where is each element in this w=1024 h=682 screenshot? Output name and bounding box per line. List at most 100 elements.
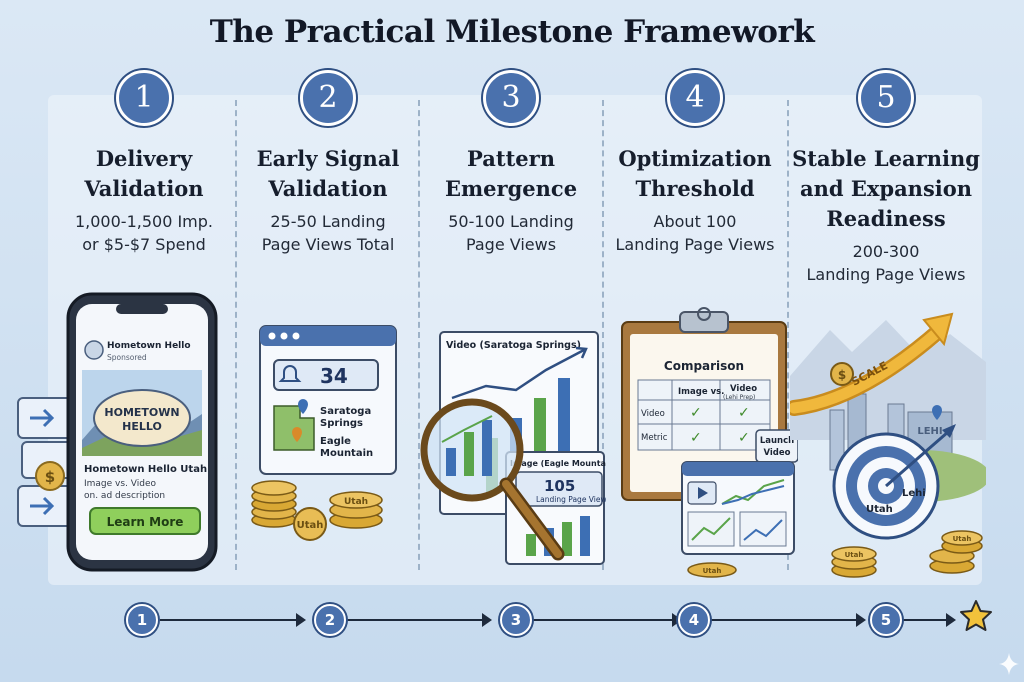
coin-icon <box>830 362 854 386</box>
comparison-title: Comparison <box>664 359 744 373</box>
column-divider <box>235 100 237 570</box>
svg-text:Video: Video <box>730 384 757 394</box>
learn-more-label: Learn More <box>107 515 184 529</box>
ad-page-name: Hometown Hello <box>107 341 191 351</box>
check-icon: ✓ <box>738 430 750 446</box>
coin-icon <box>35 461 65 491</box>
milestone-detail: 25-50 Landing Page Views Total <box>261 212 395 254</box>
milestone-number-badge: 1 <box>116 70 172 126</box>
coin-stack-icon: Utah <box>929 530 983 574</box>
ad-description: Image vs. Video <box>84 479 156 489</box>
timeline-arrow-icon <box>482 613 492 627</box>
svg-text:Utah: Utah <box>845 551 864 559</box>
map-pin-icon <box>932 405 942 420</box>
check-icon: ✓ <box>738 405 750 421</box>
map-pin-icon <box>292 427 302 442</box>
column-divider <box>787 100 789 570</box>
svg-text:Utah: Utah <box>953 535 972 543</box>
milestone-heading: Optimization Threshold <box>618 146 772 201</box>
svg-text:Video: Video <box>641 409 665 419</box>
timeline-step-1: 1 <box>126 604 158 636</box>
check-icon: ✓ <box>690 405 702 421</box>
svg-text:Lehi: Lehi <box>902 488 926 499</box>
svg-text:Utah: Utah <box>344 497 368 507</box>
coin-icon <box>293 507 327 541</box>
svg-text:Utah: Utah <box>703 567 722 575</box>
milestone-2: 2 Early Signal Validation 25-50 Landing … <box>236 70 420 256</box>
timeline-arrow-icon <box>856 613 866 627</box>
milestone-1: 1 Delivery Validation 1,000-1,500 Imp. o… <box>52 70 236 256</box>
milestone-detail: 200-300 Landing Page Views <box>806 242 966 284</box>
timeline-connector <box>902 619 948 621</box>
timeline-step-5: 5 <box>870 604 902 636</box>
analysis-illustration: Video (Saratoga Springs) Image (Eagle Mo… <box>420 331 606 565</box>
svg-text:HOMETOWN: HOMETOWN <box>104 406 179 419</box>
svg-text:Video: Video <box>763 448 790 458</box>
milestone-detail: 50-100 Landing Page Views <box>448 212 574 254</box>
count-badge <box>273 359 379 391</box>
comparison-illustration: Comparison Image vs. Video (Lehi Prep) V… <box>621 307 798 578</box>
timeline-connector <box>160 619 300 621</box>
milestone-heading: Stable Learning and Expansion Readiness <box>792 146 980 231</box>
trend-line <box>721 479 785 505</box>
milestone-3: 3 Pattern Emergence 50-100 Landing Page … <box>419 70 603 256</box>
comparison-table <box>637 379 771 451</box>
timeline-step-4: 4 <box>678 604 710 636</box>
coin-label: $ <box>45 468 55 486</box>
svg-text:Video (Saratoga Springs): Video (Saratoga Springs) <box>446 340 581 351</box>
milestone-number-badge: 4 <box>667 70 723 126</box>
milestone-detail: About 100 Landing Page Views <box>615 212 775 254</box>
metric-value: 105 <box>544 477 575 495</box>
milestone-heading: Early Signal Validation <box>256 146 400 201</box>
timeline-step-3: 3 <box>500 604 532 636</box>
milestone-number-badge: 2 <box>300 70 356 126</box>
timeline-arrow-icon <box>296 613 306 627</box>
svg-text:Eagle: Eagle <box>320 436 351 447</box>
milestone-4: 4 Optimization Threshold About 100 Landi… <box>603 70 787 256</box>
coin-stack-icon: Utah <box>329 491 383 529</box>
svg-text:Utah: Utah <box>297 520 324 531</box>
milestone-number-badge: 5 <box>858 70 914 126</box>
svg-text:Mountain: Mountain <box>320 448 373 459</box>
timeline-connector <box>532 619 676 621</box>
phone-ad-illustration: $ Hometown Hello Sponsored HOMETOWN HELL… <box>17 292 218 572</box>
svg-text:Image (Eagle Mountain): Image (Eagle Mountain) <box>510 459 606 468</box>
svg-text:LEHI: LEHI <box>917 426 942 437</box>
page-avatar <box>84 340 104 360</box>
ad-title: Hometown Hello Utah <box>84 464 207 475</box>
map-pin-icon <box>298 399 308 414</box>
milestone-detail: 1,000-1,500 Imp. or $5-$7 Spend <box>74 212 213 254</box>
learn-more-button[interactable] <box>89 507 201 535</box>
timeline-arrow-icon <box>946 613 956 627</box>
milestone-5: 5 Stable Learning and Expansion Readines… <box>788 70 984 286</box>
timeline-connector <box>710 619 860 621</box>
svg-text:Utah: Utah <box>866 504 893 515</box>
svg-text:(Lehi Prep): (Lehi Prep) <box>723 394 755 401</box>
coin-stack-icon <box>251 480 297 528</box>
sparkle-icon <box>999 653 1019 675</box>
milestone-heading: Pattern Emergence <box>444 146 578 201</box>
check-icon: ✓ <box>690 430 702 446</box>
coin-icon <box>687 562 737 578</box>
svg-text:Launch: Launch <box>760 436 794 446</box>
column-divider <box>602 100 604 570</box>
svg-text:Metric: Metric <box>641 433 668 443</box>
page-title: The Practical Milestone Framework <box>209 14 815 50</box>
browser-illustration: 34 Saratoga Springs Eagle Mountain Utah … <box>251 325 397 541</box>
svg-text:Image vs.: Image vs. <box>678 387 724 397</box>
landing-page-count: 34 <box>320 364 348 388</box>
svg-text:Saratoga: Saratoga <box>320 406 371 417</box>
trend-line <box>451 348 585 400</box>
metric-label: Landing Page Views <box>536 495 606 504</box>
ad-description: on. ad description <box>84 491 165 501</box>
dart-arrow-icon <box>885 430 949 488</box>
timeline-arrow-icon <box>672 613 682 627</box>
column-divider <box>418 100 420 570</box>
svg-text:$: $ <box>838 368 846 382</box>
svg-text:Springs: Springs <box>320 418 363 429</box>
ad-sponsored-label: Sponsored <box>107 353 147 362</box>
milestone-heading: Delivery Validation <box>84 146 204 201</box>
magnifying-glass-icon <box>420 398 565 561</box>
star-icon <box>960 600 992 631</box>
bell-icon <box>278 364 302 382</box>
